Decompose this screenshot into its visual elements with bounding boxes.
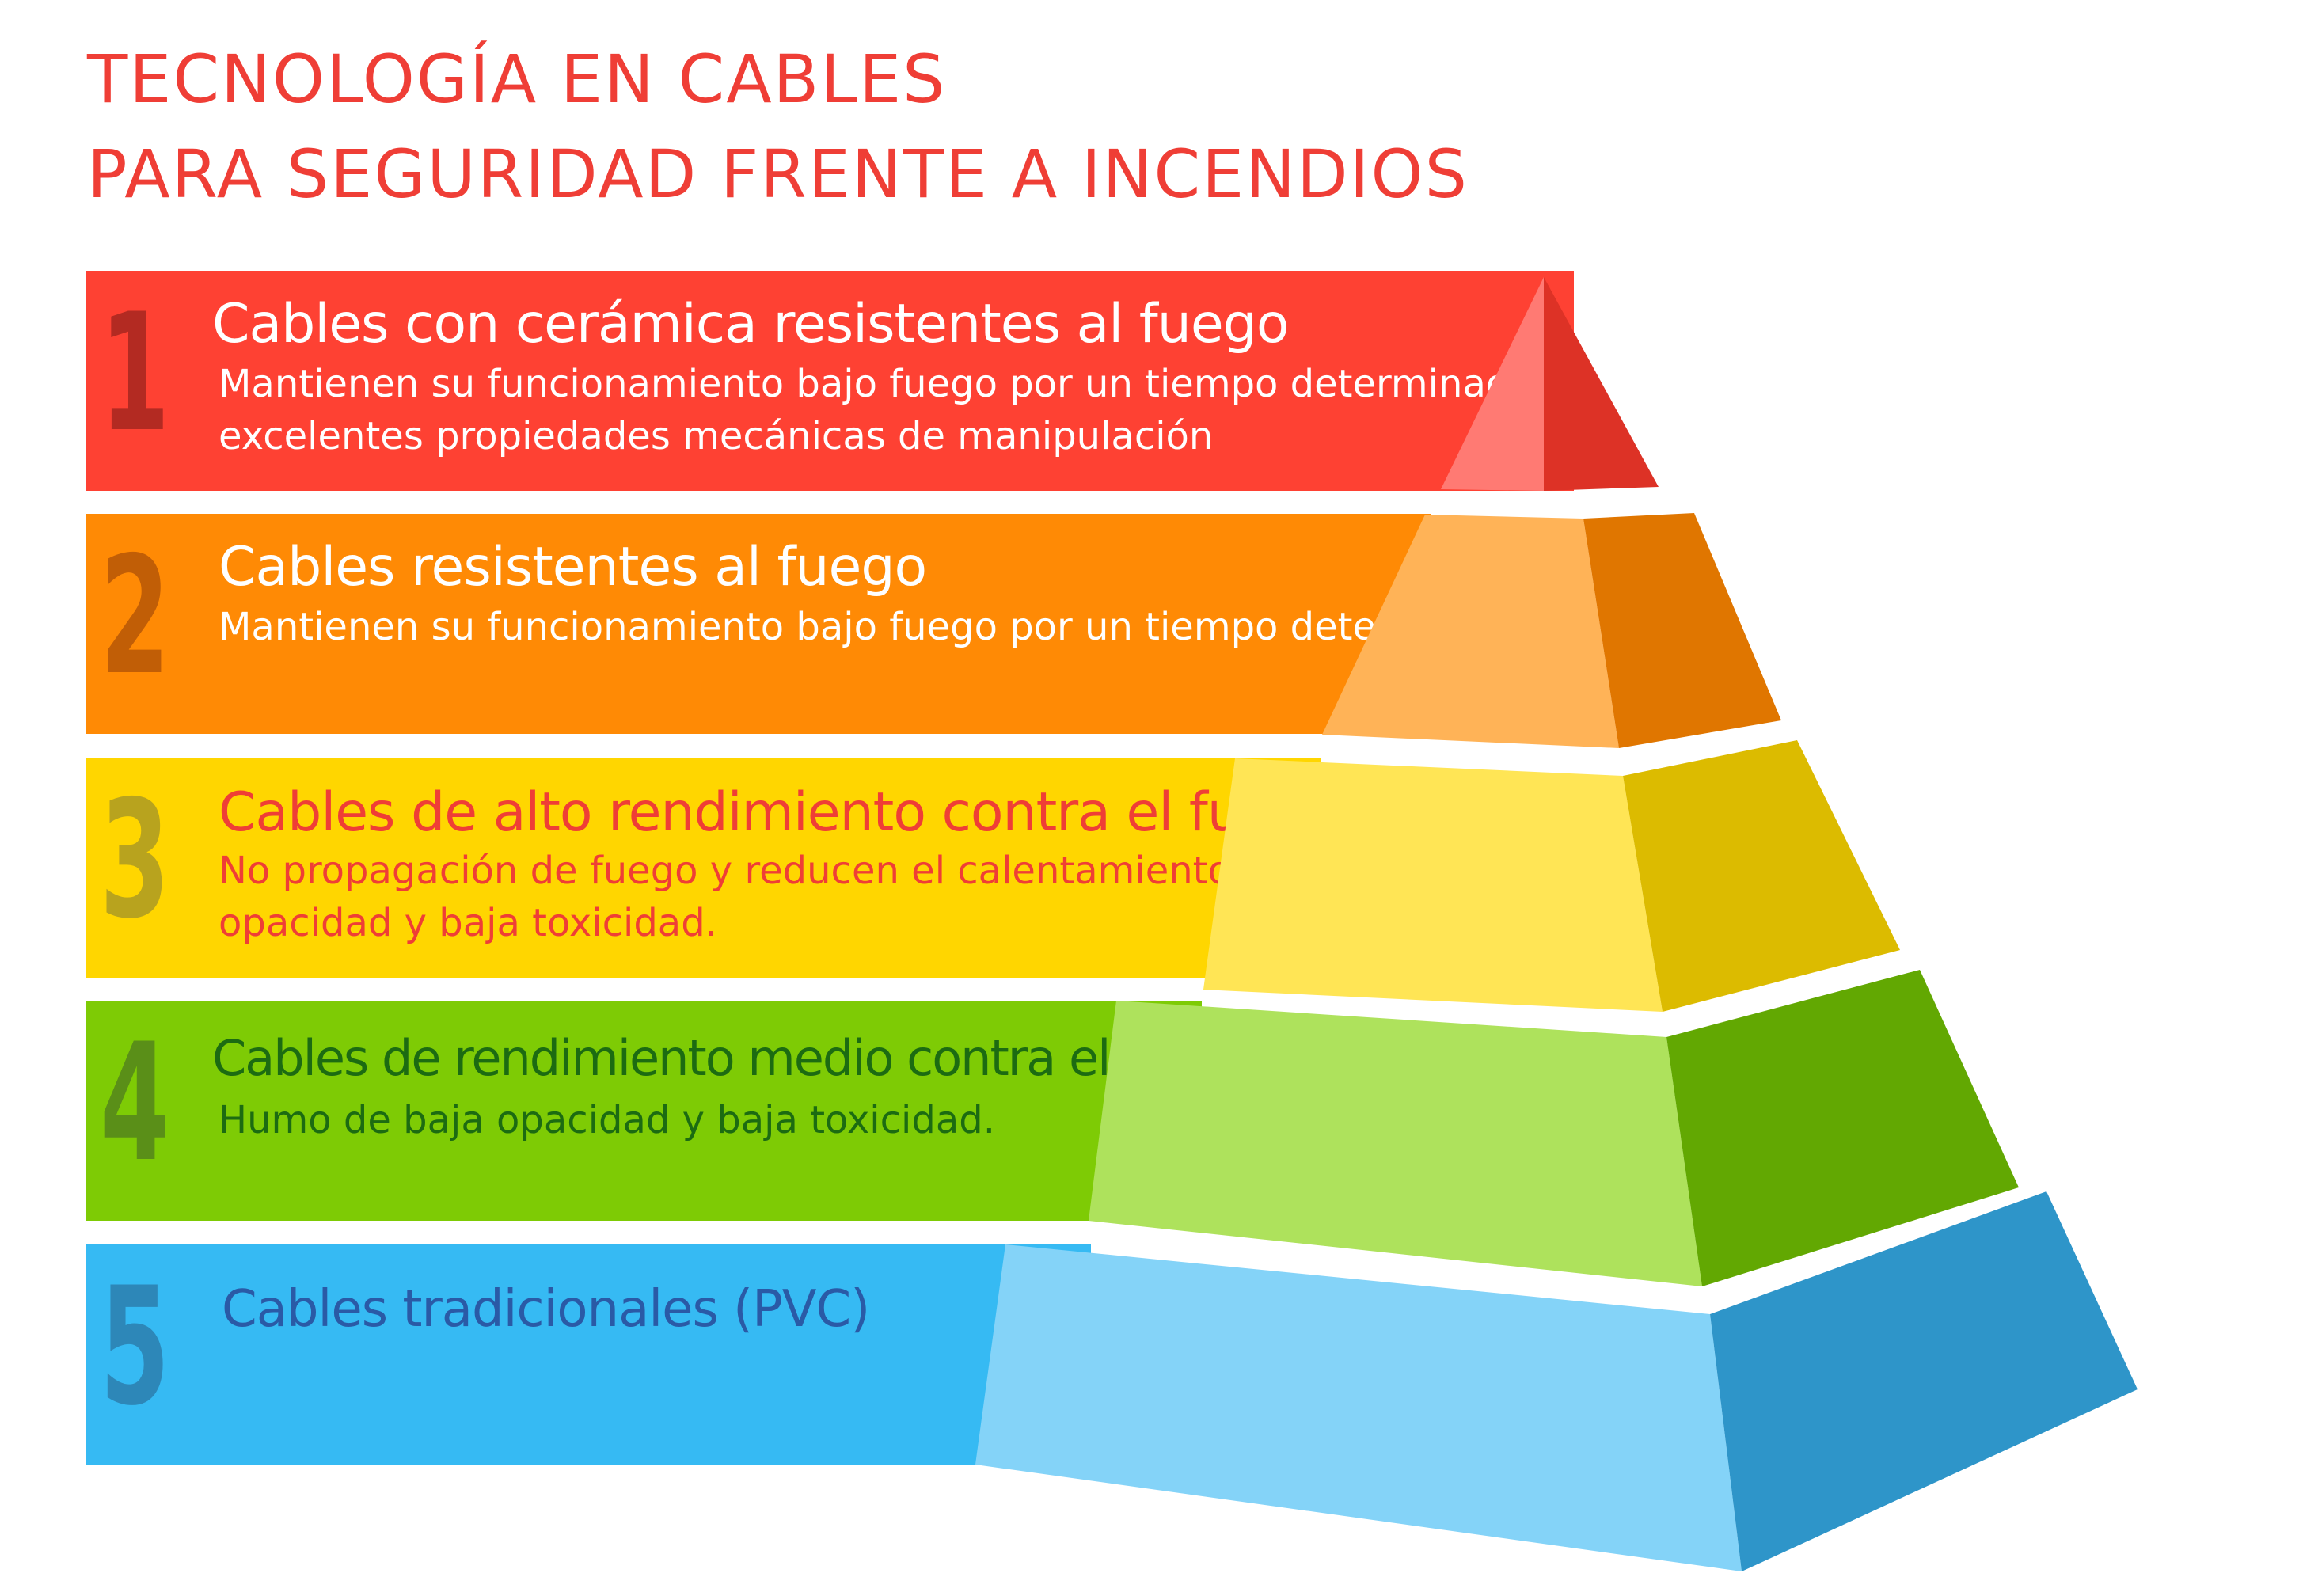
title-line-1: TECNOLOGÍA EN CABLES <box>87 40 947 118</box>
level-3-band: 3 Cables de alto rendimiento contra el f… <box>86 758 1520 978</box>
pyramid-level-2-side <box>1583 513 1781 748</box>
level-1-number: 1 <box>100 279 169 468</box>
level-5-heading: Cables tradicionales (PVC) <box>222 1280 870 1339</box>
level-4-description: Humo de baja opacidad y baja toxicidad. <box>219 1098 995 1142</box>
pyramid-level-5-side <box>1710 1191 2138 1571</box>
pyramid-level-4-side <box>1666 970 2019 1286</box>
level-3-number: 3 <box>100 766 169 955</box>
level-3-heading: Cables de alto rendimiento contra el fue… <box>219 781 1340 844</box>
level-1-band: 1 Cables con cerámica resistentes al fue… <box>86 271 1574 491</box>
level-4-heading: Cables de rendimiento medio contra el fu… <box>212 1029 1257 1087</box>
level-2-band: 2 Cables resistentes al fuego Mantienen … <box>86 514 1545 734</box>
level-5-number: 5 <box>100 1253 169 1442</box>
level-3-description: No propagación de fuego y reducen el cal… <box>219 849 1521 945</box>
title-line-2: PARA SEGURIDAD FRENTE A INCENDIOS <box>87 135 1469 213</box>
level-1-heading: Cables con cerámica resistentes al fuego <box>212 293 1289 355</box>
level-4-number: 4 <box>100 1009 169 1198</box>
pyramid-level-3-side <box>1623 740 1900 1012</box>
level-2-description: Mantienen su funcionamiento bajo fuego p… <box>219 605 1545 649</box>
level-5-band: 5 Cables tradicionales (PVC) <box>86 1244 1091 1465</box>
level-2-heading: Cables resistentes al fuego <box>219 536 927 598</box>
level-2-number: 2 <box>100 522 169 711</box>
level-1-description: Mantienen su funcionamiento bajo fuego p… <box>219 362 1545 458</box>
level-4-band: 4 Cables de rendimiento medio contra el … <box>86 1001 1257 1221</box>
